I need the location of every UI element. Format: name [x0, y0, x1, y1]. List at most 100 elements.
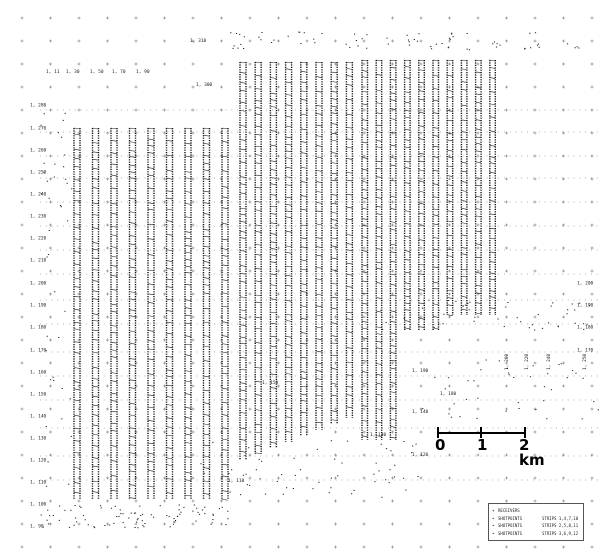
line-link	[418, 326, 425, 328]
line-link	[489, 213, 496, 216]
line-link	[73, 263, 81, 266]
row-label-left: 1, 250	[30, 170, 47, 176]
line-link	[73, 467, 81, 469]
line-link	[221, 498, 229, 501]
line-link	[475, 71, 482, 74]
row-label-left: 1, 260	[30, 148, 47, 154]
line-link	[166, 260, 173, 262]
line-link	[239, 356, 247, 359]
line-link	[147, 340, 155, 342]
scatter-dots	[230, 31, 580, 51]
row-label-left: 1, 170	[30, 348, 47, 354]
line-link	[110, 356, 118, 358]
line-link	[184, 216, 192, 218]
line-link	[346, 138, 353, 141]
row-label-left: 1, 190	[30, 303, 47, 309]
line-link	[346, 243, 353, 245]
line-link	[361, 302, 368, 305]
line-link	[475, 101, 482, 104]
line-link	[73, 388, 81, 391]
line-link	[475, 93, 482, 96]
line-link	[129, 464, 136, 466]
line-link	[73, 295, 81, 298]
line-link	[92, 491, 99, 493]
line-link	[270, 247, 277, 250]
line-link	[315, 314, 323, 317]
line-link	[361, 197, 368, 200]
line-link	[147, 254, 155, 256]
line-link	[376, 74, 382, 76]
line-link	[418, 263, 425, 266]
line-link	[147, 330, 155, 332]
line-link	[184, 417, 192, 419]
line-link	[361, 271, 368, 274]
line-link	[203, 444, 210, 447]
line-link	[203, 360, 210, 362]
line-link	[489, 307, 496, 309]
line-link	[73, 251, 81, 253]
line-link	[418, 224, 425, 227]
line-link	[92, 280, 99, 282]
line-link	[92, 187, 99, 189]
line-link	[255, 431, 262, 434]
line-link	[203, 345, 210, 348]
line-link	[110, 225, 118, 228]
line-link	[461, 275, 467, 278]
line-link	[300, 224, 307, 227]
line-link	[92, 457, 99, 459]
line-link	[390, 79, 396, 81]
line-link	[489, 103, 496, 106]
line-link	[203, 335, 210, 337]
line-link	[300, 425, 307, 428]
line-link	[239, 101, 247, 104]
line-link	[239, 148, 247, 151]
line-link	[73, 367, 81, 369]
line-link	[221, 372, 229, 375]
line-link	[300, 290, 307, 293]
line-link	[239, 207, 247, 210]
line-link	[418, 160, 425, 163]
line-link	[376, 124, 382, 127]
line-link	[404, 295, 411, 298]
line-link	[300, 61, 307, 64]
line-link	[73, 341, 81, 343]
line-link	[166, 346, 173, 348]
line-link	[475, 243, 482, 245]
line-link	[203, 375, 210, 378]
scale-bar: 0 1 2 km	[435, 425, 555, 469]
line-link	[418, 111, 425, 114]
line-link	[270, 160, 277, 162]
line-link	[404, 116, 411, 119]
legend-strips: STRIPS 2,5,8,11	[542, 523, 579, 529]
line-link	[184, 442, 192, 444]
line-link	[184, 203, 192, 205]
line-link	[92, 414, 99, 416]
scale-tick-2km: 2 km	[519, 436, 545, 469]
line-link	[129, 258, 136, 260]
line-link	[221, 186, 229, 188]
line-link	[461, 282, 467, 285]
line-link	[221, 438, 229, 441]
line-link	[110, 212, 118, 215]
row-label-left: 1, 230	[30, 214, 47, 220]
line-link	[221, 490, 229, 492]
col-label-top: 1, 70	[112, 69, 126, 75]
line-link	[404, 101, 411, 104]
line-link	[361, 405, 368, 407]
line-link	[110, 325, 118, 327]
scatter-dots	[380, 299, 590, 331]
line-link	[285, 176, 292, 178]
line-link	[331, 211, 338, 214]
line-link	[147, 167, 155, 169]
scale-tick-1: 1	[477, 436, 488, 454]
line-link	[376, 326, 382, 329]
line-link	[147, 452, 155, 455]
line-link	[315, 350, 323, 353]
line-link	[147, 442, 155, 445]
line-link	[376, 176, 382, 178]
line-link	[255, 74, 262, 77]
line-link	[346, 113, 353, 116]
line-link	[255, 409, 262, 411]
line-link	[203, 423, 210, 426]
line-link	[447, 248, 453, 251]
